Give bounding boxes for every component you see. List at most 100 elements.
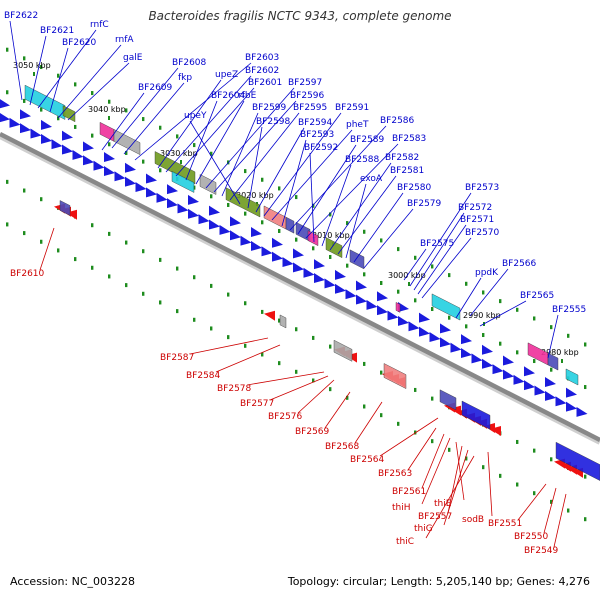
forward-inner-guide-dot: [482, 333, 485, 338]
reverse-leader-line: [379, 417, 439, 457]
forward-gene-label: BF2582: [385, 153, 419, 163]
reverse-outer-guide-dot: [6, 222, 9, 227]
forward-inner-guide-dot: [533, 359, 536, 364]
reverse-inner-guide-dot: [193, 275, 196, 280]
reverse-leader-line: [189, 337, 269, 355]
forward-inner-guide-dot: [465, 324, 468, 329]
forward-inner-guide-dot: [295, 237, 298, 242]
reverse-outer-guide-dot: [329, 387, 332, 392]
forward-gene-label: BF2580: [397, 183, 432, 193]
forward-gene-arrow: [377, 305, 388, 316]
forward-gene-arrow: [524, 366, 535, 377]
forward-leader-line: [297, 144, 357, 235]
reverse-inner-guide-dot: [91, 223, 94, 228]
forward-gene-arrow: [188, 194, 199, 205]
forward-gene-arrow: [51, 139, 63, 150]
reverse-outer-guide-dot: [176, 309, 179, 314]
reverse-leader-line: [421, 433, 445, 489]
forward-gene-label: ppdK: [475, 268, 499, 278]
feature-block-salmon: [263, 205, 287, 230]
forward-gene-arrow: [209, 219, 220, 230]
forward-gene-label: BF2579: [407, 199, 442, 209]
forward-leader-line: [469, 268, 509, 317]
reverse-outer-guide-dot: [244, 343, 247, 348]
forward-inner-guide-dot: [6, 90, 9, 95]
leader-line-layer: [9, 20, 567, 548]
reverse-leader-line: [297, 379, 335, 414]
feature-block-gray: [333, 339, 353, 362]
forward-gene-arrow: [156, 192, 168, 203]
reverse-inner-guide-dot: [533, 448, 536, 453]
forward-gene-arrow: [513, 374, 525, 385]
reverse-inner-guide-dot: [159, 257, 162, 262]
forward-gene-arrow: [219, 224, 231, 235]
reverse-gene-label: thiC: [396, 537, 414, 547]
forward-outer-guide-dot: [465, 281, 468, 286]
forward-gene-arrow: [345, 289, 357, 300]
forward-leader-line: [247, 126, 263, 209]
forward-gene-label: BF2586: [380, 116, 415, 126]
kbp-tick-mark: [561, 359, 563, 363]
reverse-gene-label: BF2550: [514, 532, 549, 542]
forward-gene-arrow: [30, 128, 42, 139]
reverse-inner-guide-dot: [227, 292, 230, 297]
reverse-leader-line: [215, 344, 281, 373]
forward-gene-arrow: [146, 173, 157, 184]
forward-gene-arrow: [240, 235, 252, 246]
forward-gene-label: BF2591: [335, 103, 369, 113]
forward-gene-arrow: [356, 294, 367, 305]
forward-inner-guide-dot: [278, 228, 281, 233]
forward-gene-arrow: [471, 353, 483, 364]
forward-gene-arrow: [146, 187, 157, 198]
forward-leader-line: [111, 67, 179, 149]
reverse-outer-guide-dot: [261, 352, 264, 357]
feature-block-pink: [395, 302, 401, 313]
forward-gene-label: BF2592: [304, 143, 338, 153]
reverse-leader-line: [407, 427, 437, 471]
forward-outer-guide-dot: [91, 91, 94, 96]
forward-gene-label: BF2575: [420, 239, 454, 249]
kbp-tick-mark: [33, 72, 35, 76]
reverse-outer-guide-dot: [91, 265, 94, 270]
reverse-leader-line: [425, 455, 475, 539]
forward-leader-line: [305, 143, 399, 239]
forward-gene-label: BF2599: [252, 103, 287, 113]
forward-gene-arrow: [387, 310, 399, 321]
forward-leader-line: [101, 92, 145, 151]
forward-outer-guide-dot: [550, 325, 553, 330]
forward-gene-arrow: [545, 376, 556, 387]
forward-leader-line: [409, 192, 472, 287]
feature-block-slate: [285, 216, 295, 234]
feature-block-slate: [349, 249, 365, 270]
kbp-tick-label: 3030 kbp: [160, 149, 198, 158]
forward-outer-guide-dot: [40, 65, 43, 70]
forward-outer-guide-dot: [108, 99, 111, 104]
kbp-tick-label: 2980 kbp: [541, 348, 579, 357]
forward-gene-arrow: [398, 301, 409, 312]
reverse-inner-guide-dot: [278, 318, 281, 323]
reverse-outer-guide-dot: [74, 257, 77, 262]
reverse-outer-guide-dot: [193, 317, 196, 322]
forward-leader-line: [213, 100, 297, 193]
forward-gene-label: upeY: [184, 111, 207, 121]
forward-gene-arrow: [303, 267, 315, 278]
forward-outer-guide-dot: [193, 143, 196, 148]
reverse-outer-guide-dot: [482, 465, 485, 470]
forward-outer-guide-dot: [125, 108, 128, 113]
forward-outer-guide-dot: [584, 342, 587, 347]
forward-gene-arrow: [314, 273, 325, 284]
forward-outer-guide-dot: [176, 134, 179, 139]
reverse-inner-guide-dot: [431, 396, 434, 401]
forward-gene-arrow: [282, 256, 294, 267]
reverse-leader-line: [517, 483, 547, 521]
forward-gene-label: BF2622: [4, 11, 38, 21]
forward-leader-line: [157, 79, 222, 169]
reverse-outer-guide-dot: [23, 231, 26, 236]
kbp-tick-label: 2990 kbp: [463, 311, 501, 320]
kbp-tick-label: 3050 kbp: [13, 61, 51, 70]
forward-leader-line: [134, 62, 252, 161]
forward-gene-arrow: [398, 315, 409, 326]
forward-gene-arrow: [230, 230, 241, 241]
forward-gene-arrow: [482, 358, 493, 369]
forward-leader-line: [165, 75, 252, 173]
